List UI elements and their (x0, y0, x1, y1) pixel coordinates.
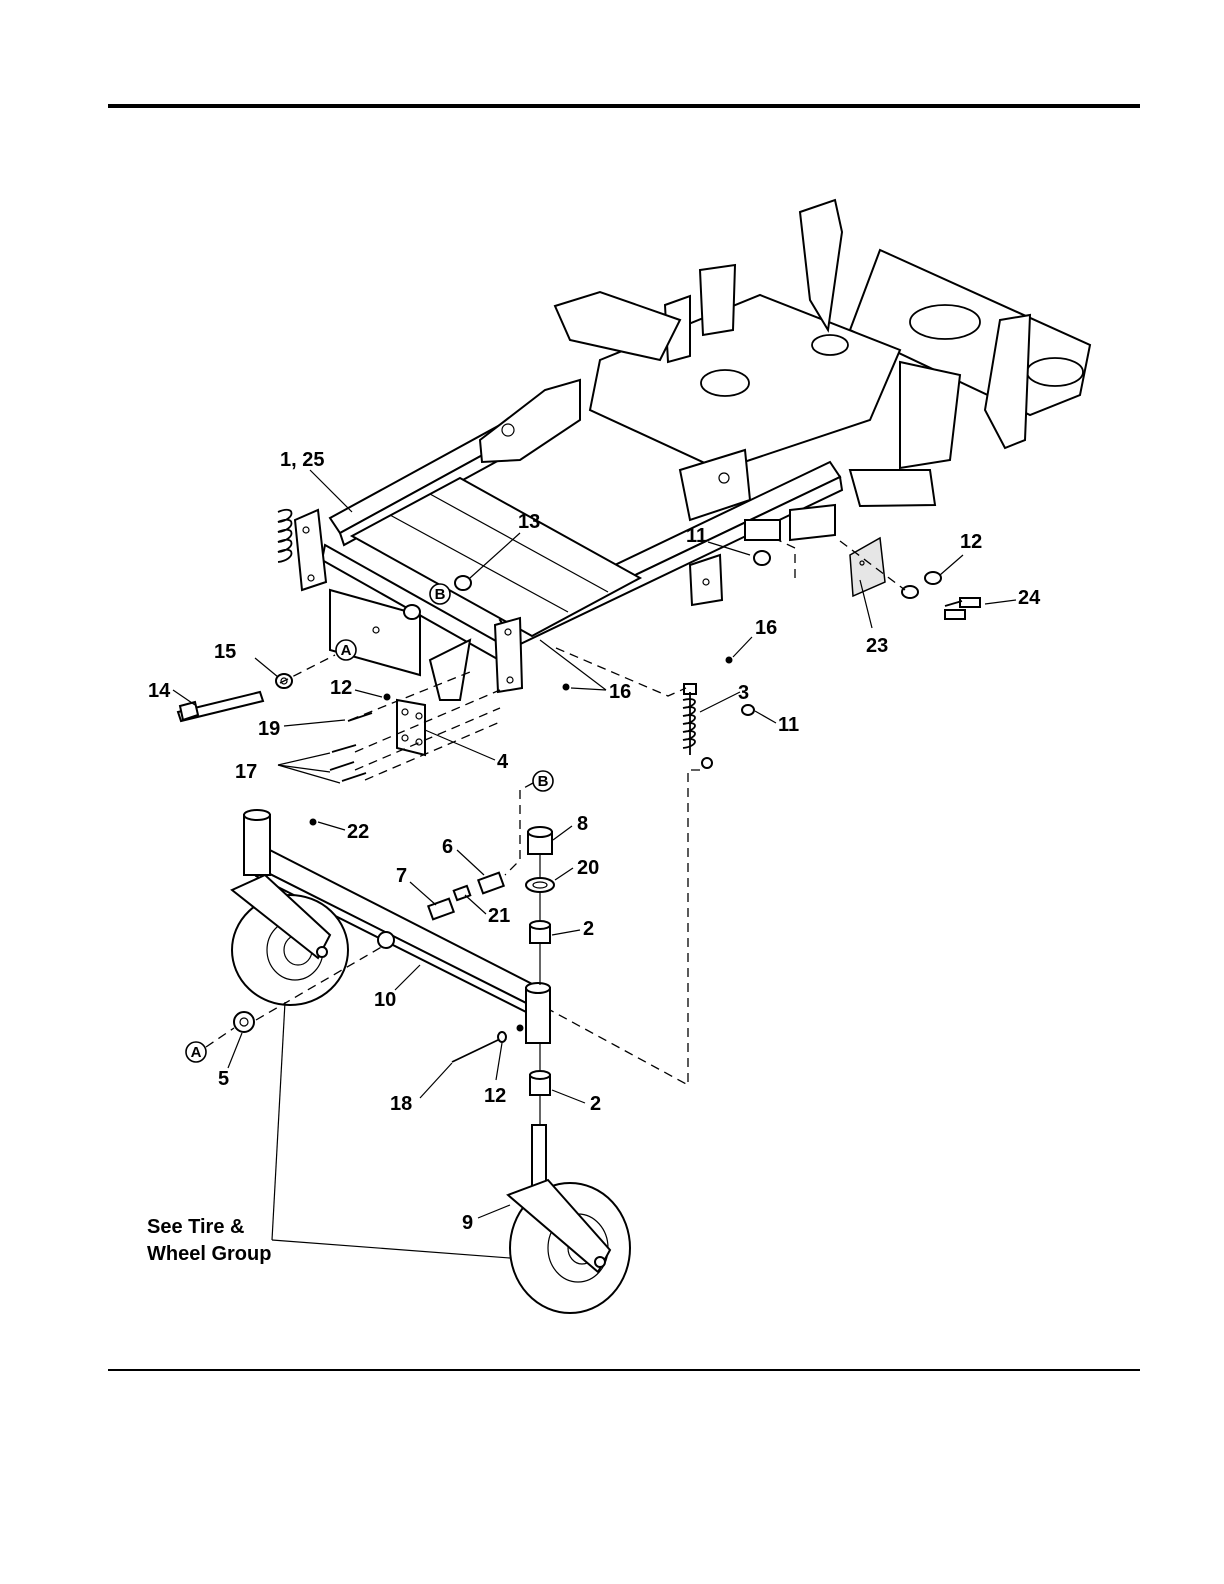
ref-marker-a-upper: A (336, 640, 356, 660)
callout-14: 14 (148, 680, 171, 702)
cap-8 (528, 827, 552, 854)
ref-marker-b-lower: B (520, 771, 553, 791)
callout-17: 17 (235, 761, 257, 783)
callout-7: 7 (396, 865, 407, 887)
spacer-5 (234, 1012, 254, 1032)
svg-text:See Tire &: See Tire & (147, 1216, 244, 1238)
bushing-2-lower (530, 1071, 550, 1095)
callout-1-25: 1, 25 (280, 449, 324, 471)
callout-12-lower: 12 (484, 1085, 506, 1107)
callout-12-left: 12 (330, 677, 352, 699)
tire-wheel-note: See Tire & Wheel Group (147, 1216, 271, 1265)
bushing-2-upper (530, 921, 550, 943)
ref-marker-b-upper: B (430, 584, 450, 604)
callout-12-upper: 12 (960, 531, 982, 553)
callout-22: 22 (347, 821, 369, 843)
callout-23: 23 (866, 635, 888, 657)
rear-plate-23 (850, 538, 885, 596)
callout-21: 21 (488, 905, 510, 927)
callout-24: 24 (1018, 587, 1041, 609)
callout-9: 9 (462, 1212, 473, 1234)
callout-11-lower: 11 (778, 714, 799, 736)
svg-text:A: A (341, 642, 352, 659)
svg-text:B: B (538, 773, 549, 790)
callout-11-upper: 11 (686, 525, 707, 547)
callout-5: 5 (218, 1068, 229, 1090)
chassis-frame (278, 200, 1090, 700)
bolt-14 (178, 692, 263, 721)
callout-16-lower: 16 (609, 681, 631, 703)
callout-4: 4 (497, 751, 509, 773)
svg-text:A: A (191, 1044, 202, 1061)
bolt-18-washer-12 (452, 1025, 523, 1062)
callout-8: 8 (577, 813, 588, 835)
callout-19: 19 (258, 718, 280, 740)
callout-13: 13 (518, 511, 540, 533)
washer-bolt-set-24 (902, 572, 980, 619)
callout-20: 20 (577, 857, 599, 879)
callout-3: 3 (738, 682, 749, 704)
callout-2-lower: 2 (590, 1093, 601, 1115)
callout-2-upper: 2 (583, 918, 594, 940)
svg-text:Wheel Group: Wheel Group (147, 1243, 271, 1265)
shock-absorber-3 (683, 657, 754, 768)
callout-18: 18 (390, 1093, 412, 1115)
bearing-20 (526, 878, 554, 892)
callout-15: 15 (214, 641, 236, 663)
ref-marker-a-lower: A (186, 1028, 234, 1062)
callout-16-upper: 16 (755, 617, 777, 639)
callout-10: 10 (374, 989, 396, 1011)
svg-text:B: B (435, 586, 446, 603)
callout-6: 6 (442, 836, 453, 858)
right-caster-wheel-9 (508, 1125, 630, 1313)
